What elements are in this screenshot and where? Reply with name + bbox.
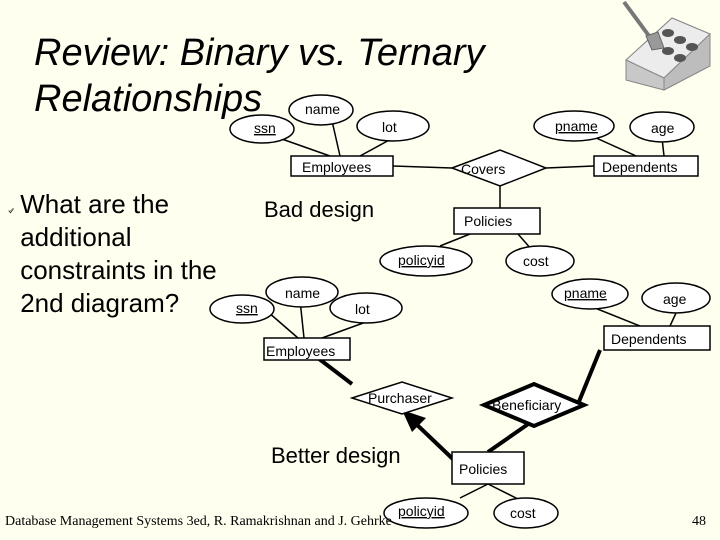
relationship-beneficiary-diamond xyxy=(478,381,590,429)
attr-cost-oval xyxy=(505,245,575,277)
database-logo-icon xyxy=(622,0,711,91)
bad-design-label: Bad design xyxy=(264,197,374,222)
entity-dependents: Dependents xyxy=(602,159,678,175)
entity2-employees: Employees xyxy=(266,343,335,359)
entity2-policies-box xyxy=(451,451,525,485)
attr2-age-oval xyxy=(641,282,711,314)
attr2-cost-oval xyxy=(493,497,559,529)
attr-lot: lot xyxy=(382,119,397,135)
attr2-cost: cost xyxy=(510,505,536,521)
attr-pname-oval xyxy=(533,110,615,142)
entity-employees: Employees xyxy=(302,159,371,175)
bullet-text: What are the additional constraints in t… xyxy=(20,189,217,318)
attr2-policyid-oval xyxy=(383,497,469,529)
attr2-age: age xyxy=(663,291,687,307)
page-number: 48 xyxy=(692,514,706,529)
entity-employees-box xyxy=(290,155,394,177)
attr2-policyid: policyid xyxy=(398,503,445,519)
entity-policies-box xyxy=(453,207,541,235)
relationship-covers: Covers xyxy=(461,161,505,177)
title-line-2: Relationships xyxy=(34,78,263,120)
attr2-lot: lot xyxy=(355,301,370,317)
attr-policyid-oval xyxy=(379,245,473,277)
attr-age: age xyxy=(651,120,675,136)
attr-lot-oval xyxy=(356,110,430,142)
attr2-name-oval xyxy=(265,276,339,308)
entity-dependents-box xyxy=(593,155,699,177)
attr2-pname-oval xyxy=(551,278,629,310)
attr-pname: pname xyxy=(555,118,598,134)
checkmark-bullet-icon xyxy=(8,208,14,214)
attr-age-oval xyxy=(629,111,695,143)
slide-title: Review: Binary vs. Ternary Relationships xyxy=(34,30,485,122)
purchaser-arrow-head xyxy=(402,410,426,432)
entity2-policies: Policies xyxy=(459,461,507,477)
attr2-ssn-oval xyxy=(209,294,275,324)
attr-policyid: policyid xyxy=(398,252,445,268)
relationship-covers-diamond xyxy=(449,149,549,187)
relationship-purchaser: Purchaser xyxy=(368,390,432,406)
attr2-name: name xyxy=(285,285,320,301)
attr-ssn-oval xyxy=(229,114,295,144)
entity2-employees-box xyxy=(263,337,351,361)
entity2-dependents-box xyxy=(603,325,711,351)
title-line-1: Review: Binary vs. Ternary xyxy=(34,32,485,74)
bad-design-diagram: ssn name lot pname age policyid cost Emp… xyxy=(229,94,699,277)
relationship-beneficiary: Beneficiary xyxy=(492,397,561,413)
entity-policies: Policies xyxy=(464,213,512,229)
footer-citation: Database Management Systems 3ed, R. Rama… xyxy=(5,514,392,529)
attr-name: name xyxy=(305,101,340,117)
better-design-label: Better design xyxy=(271,443,401,468)
relationship-purchaser-diamond xyxy=(349,381,455,415)
entity2-dependents: Dependents xyxy=(611,331,687,347)
bullet-item: What are the additional constraints in t… xyxy=(8,188,218,320)
attr2-pname: pname xyxy=(564,285,607,301)
better-design-diagram: ssn name lot pname age policyid cost Emp… xyxy=(209,276,711,529)
attr2-lot-oval xyxy=(329,292,403,324)
attr-name-oval xyxy=(288,94,354,126)
attr2-ssn: ssn xyxy=(236,300,258,316)
attr-cost: cost xyxy=(523,253,549,269)
attr-ssn: ssn xyxy=(254,120,276,136)
